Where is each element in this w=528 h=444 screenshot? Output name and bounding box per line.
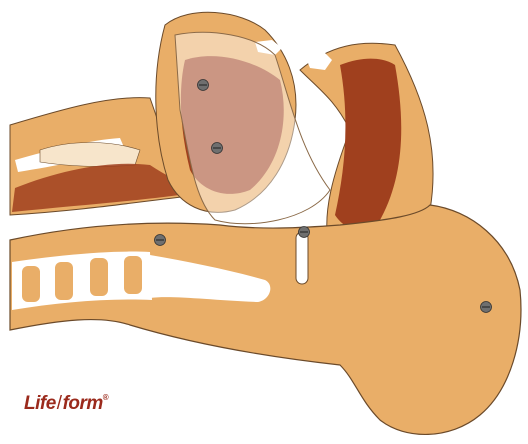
logo-separator: /: [57, 393, 62, 414]
logo-part-life: Life: [24, 393, 56, 414]
screw-icon: [481, 302, 492, 313]
screw-icon: [299, 227, 310, 238]
vertebra: [124, 256, 142, 294]
logo-part-form: form: [63, 393, 103, 414]
screw-icon: [155, 235, 166, 246]
vertebra: [22, 266, 40, 302]
vertebra: [90, 258, 108, 296]
screw-icon: [212, 143, 223, 154]
vertebra: [55, 262, 73, 300]
hard-palate: [40, 143, 140, 167]
registered-mark: ®: [103, 393, 108, 402]
screw-icon: [198, 80, 209, 91]
lifeform-logo: Life/form®: [24, 393, 108, 415]
adjustment-slot: [296, 232, 308, 284]
